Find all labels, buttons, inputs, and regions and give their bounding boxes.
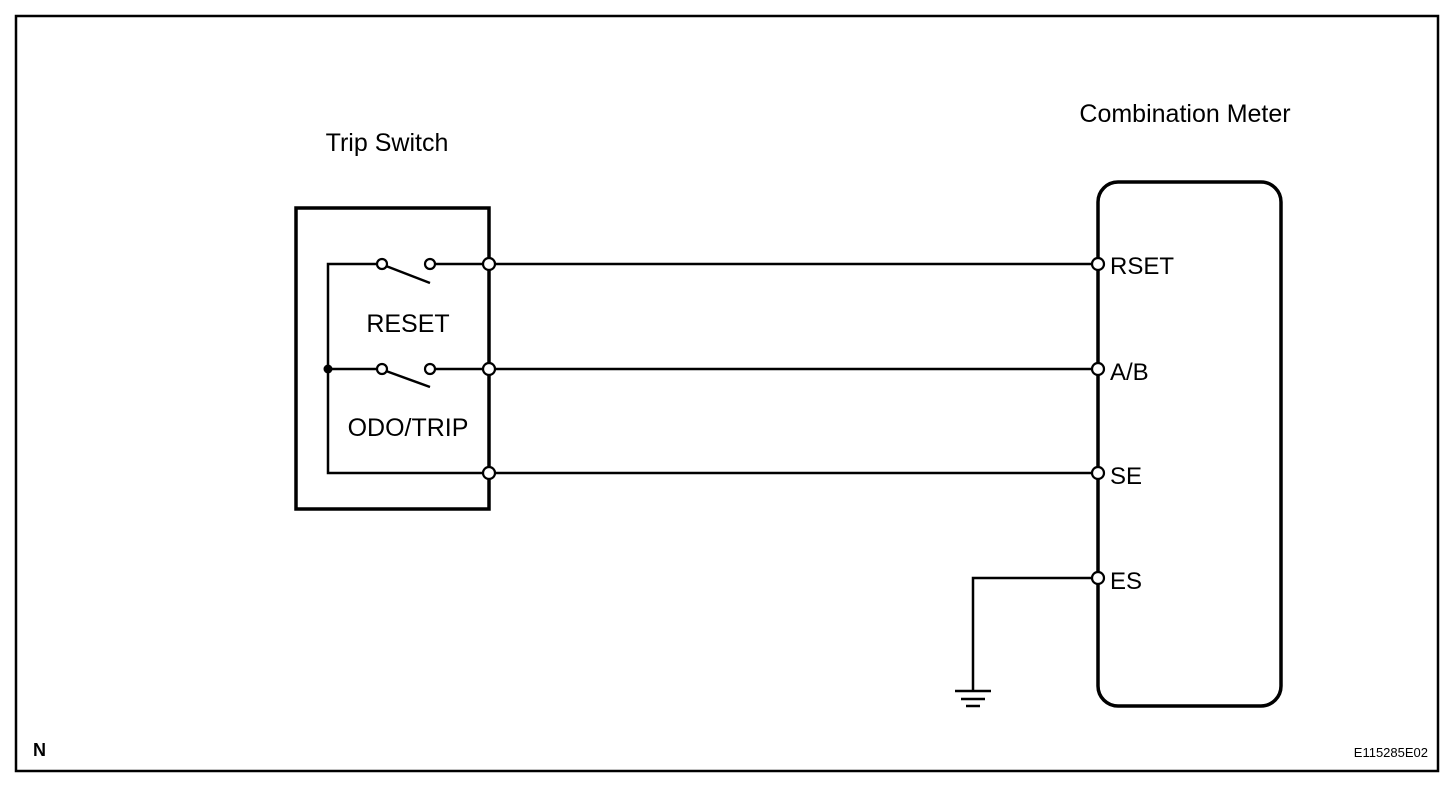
- switch-terminal-right: [423, 257, 437, 271]
- corner-label: N: [33, 740, 46, 760]
- meter-terminal-label-ab: A/B: [1110, 359, 1149, 386]
- junction-dot: [323, 364, 333, 374]
- switch-terminal-left: [375, 257, 389, 271]
- reset-switch-label: RESET: [366, 310, 449, 338]
- combination-meter-box: [1096, 180, 1283, 708]
- switch-terminal-left: [375, 362, 389, 376]
- wire-es-ground: [971, 576, 1092, 690]
- combination-meter-title: Combination Meter: [1079, 100, 1290, 128]
- figure-code: E115285E02: [1354, 745, 1428, 760]
- trip-switch-terminal-2: [481, 361, 497, 377]
- switch-terminal-right: [423, 362, 437, 376]
- meter-terminal-rset: [1090, 256, 1106, 272]
- meter-terminal-es: [1090, 570, 1106, 586]
- trip-switch-terminal-1: [481, 256, 497, 272]
- trip-switch: Trip Switch RESET ODO/TRIP: [294, 129, 491, 511]
- meter-terminal-ab: [1090, 361, 1106, 377]
- odo-trip-switch: ODO/TRIP: [348, 362, 484, 442]
- meter-terminal-label-es: ES: [1110, 568, 1142, 595]
- switch-contact-icon: [385, 369, 431, 389]
- ground-symbol-icon: [955, 689, 991, 708]
- reset-switch: RESET: [366, 257, 484, 338]
- trip-switch-box: [294, 206, 491, 511]
- combination-meter: Combination Meter RSET A/B SE ES: [1079, 100, 1291, 708]
- diagram-frame: [14, 14, 1440, 773]
- switch-contact-icon: [385, 264, 431, 285]
- trip-switch-title: Trip Switch: [326, 129, 449, 157]
- meter-terminal-label-rset: RSET: [1110, 253, 1174, 280]
- odo-trip-switch-label: ODO/TRIP: [348, 414, 469, 442]
- meter-terminal-label-se: SE: [1110, 463, 1142, 490]
- meter-terminal-se: [1090, 465, 1106, 481]
- trip-switch-terminal-3: [481, 465, 497, 481]
